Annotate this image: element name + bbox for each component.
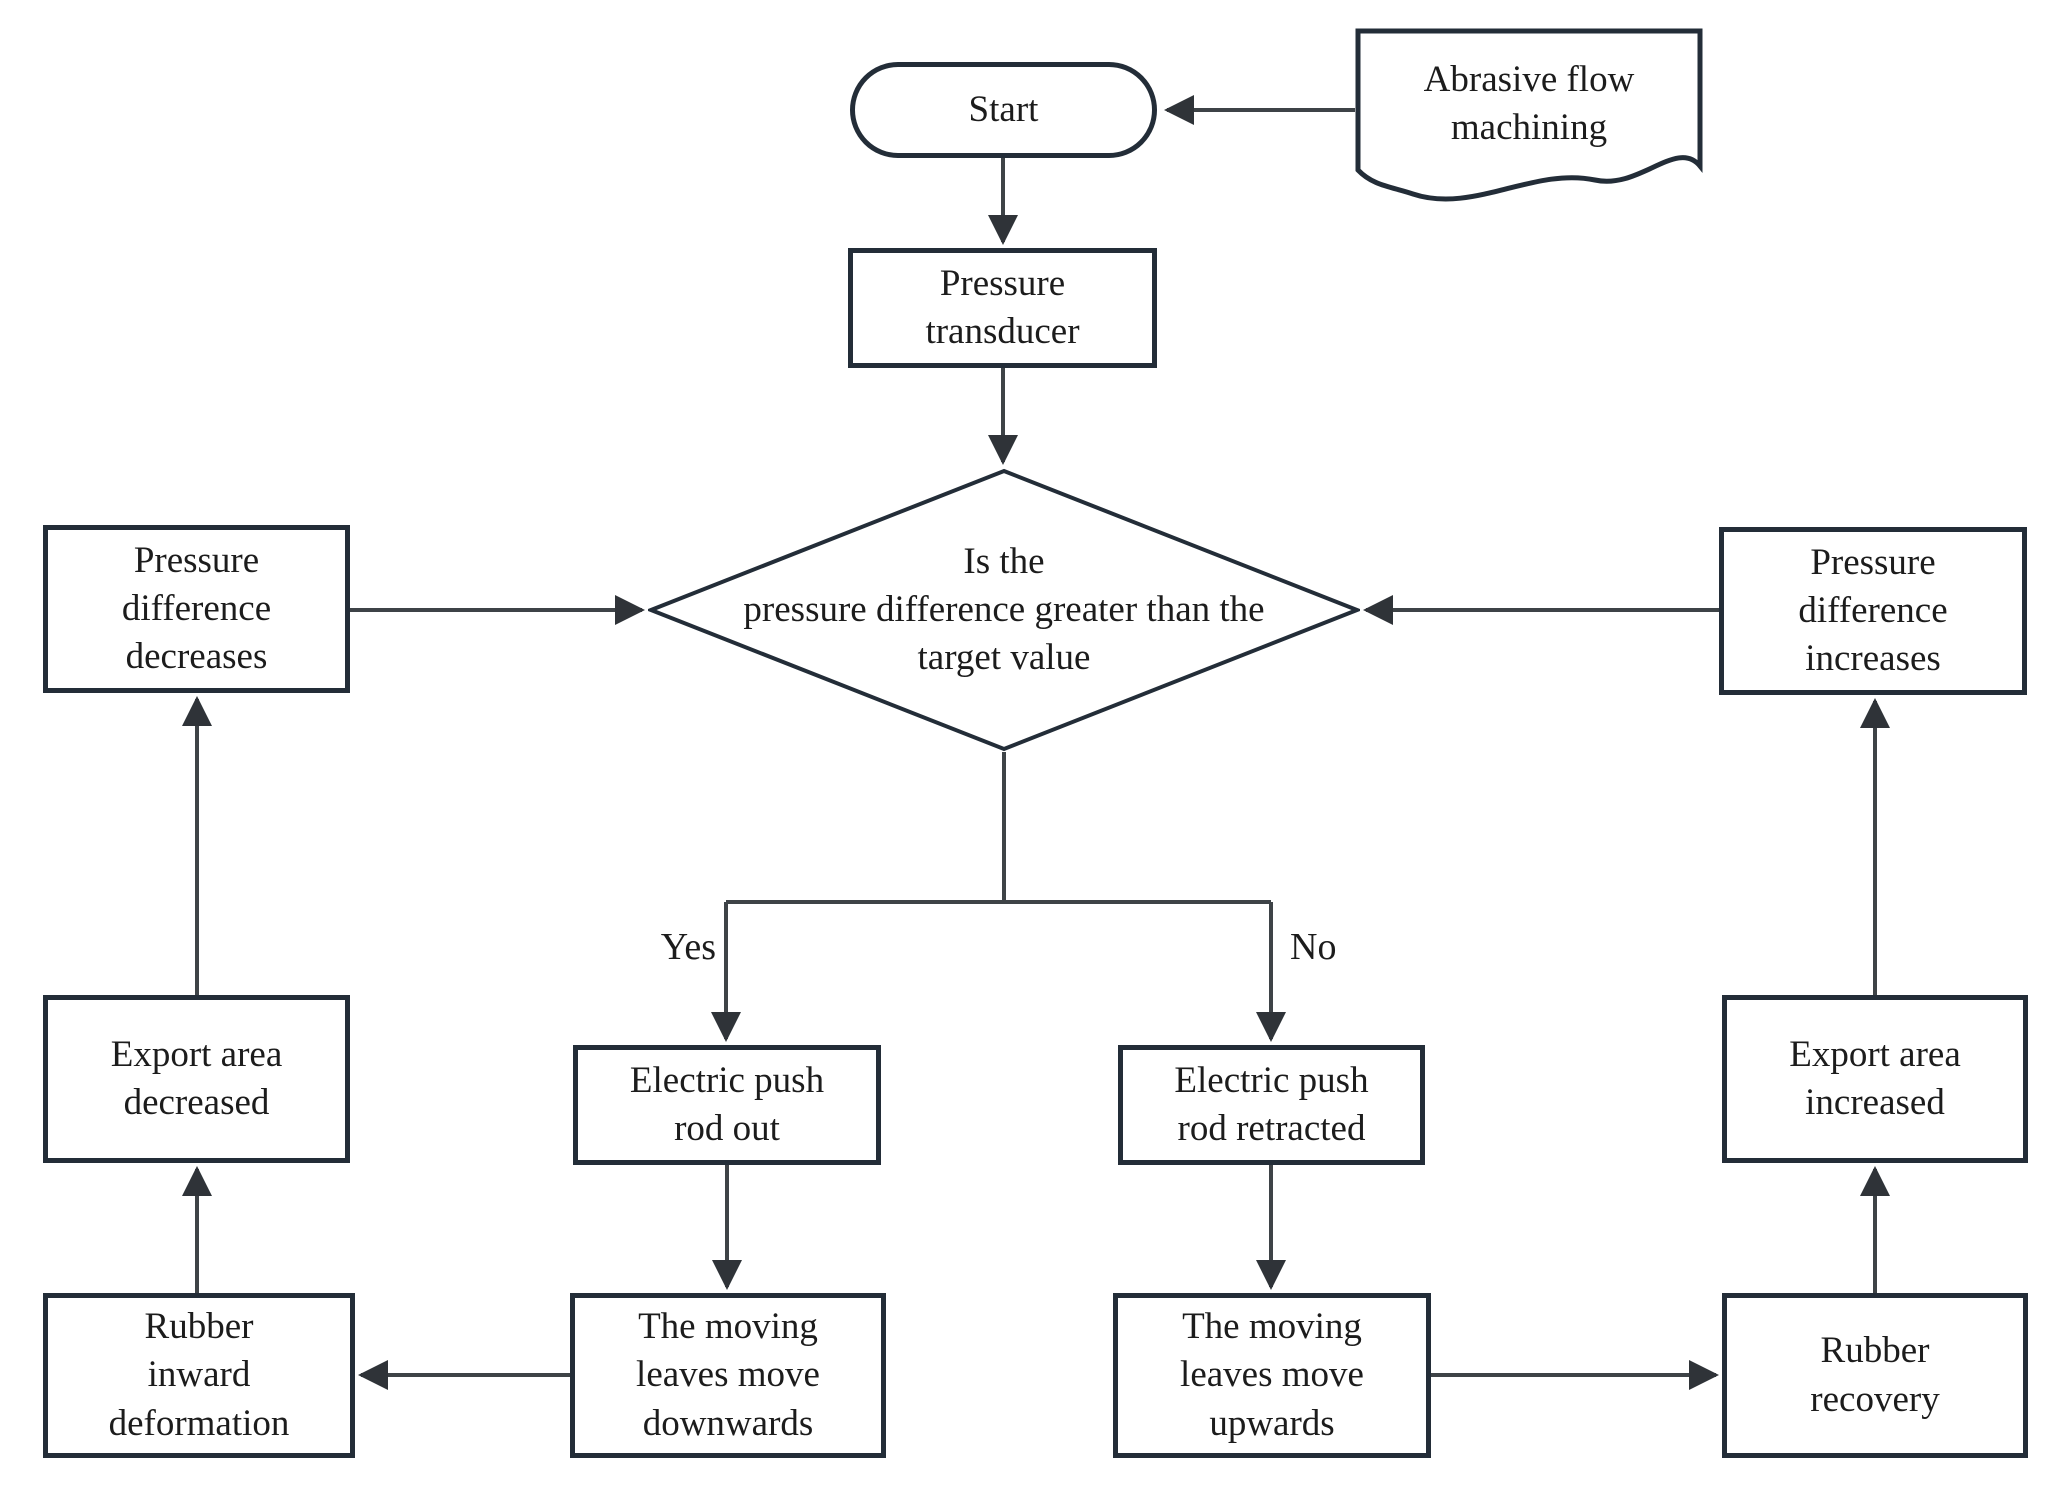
node-pressure-transducer-label: Pressure transducer	[925, 262, 1080, 352]
edge-label-yes: Yes	[660, 926, 716, 968]
node-electric-push-rod-retracted: Electric push rod retracted	[1118, 1045, 1425, 1165]
node-start-label: Start	[968, 88, 1039, 130]
node-rubber-recovery-label: Rubber recovery	[1810, 1330, 1940, 1420]
node-pressure-transducer: Pressure transducer	[848, 248, 1157, 368]
node-electric-push-rod-out-label: Electric push rod out	[629, 1059, 825, 1149]
node-pressure-difference-decreases: Pressure difference decreases	[43, 525, 350, 693]
node-electric-push-rod-out: Electric push rod out	[573, 1045, 881, 1165]
node-export-area-increased: Export area increased	[1722, 995, 2028, 1163]
node-moving-leaves-upwards-label: The moving leaves move upwards	[1180, 1306, 1364, 1444]
edge-label-no: No	[1290, 926, 1337, 968]
node-moving-leaves-downwards: The moving leaves move downwards	[570, 1293, 886, 1458]
node-document-abrasive-flow-machining: Abrasive flow machining	[1355, 28, 1703, 206]
node-pressure-difference-decreases-label: Pressure difference decreases	[121, 539, 272, 678]
node-pressure-difference-increases: Pressure difference increases	[1719, 527, 2027, 695]
node-document-label: Abrasive flow machining	[1423, 59, 1635, 149]
node-pressure-difference-increases-label: Pressure difference increases	[1798, 541, 1948, 680]
node-moving-leaves-upwards: The moving leaves move upwards	[1113, 1293, 1431, 1458]
document-shape	[1355, 28, 1703, 202]
node-decision-label: Is the pressure difference greater than …	[743, 541, 1265, 679]
node-start: Start	[850, 62, 1157, 158]
node-export-area-decreased-label: Export area decreased	[110, 1033, 283, 1123]
node-export-area-increased-label: Export area increased	[1789, 1033, 1961, 1123]
node-rubber-recovery: Rubber recovery	[1722, 1293, 2028, 1458]
node-moving-leaves-downwards-label: The moving leaves move downwards	[636, 1306, 820, 1444]
node-electric-push-rod-retracted-label: Electric push rod retracted	[1174, 1059, 1369, 1149]
node-rubber-inward-deformation-label: Rubber inward deformation	[108, 1306, 290, 1444]
node-rubber-inward-deformation: Rubber inward deformation	[43, 1293, 355, 1458]
diamond-shape	[648, 468, 1360, 752]
node-export-area-decreased: Export area decreased	[43, 995, 350, 1163]
node-decision-diamond: Is the pressure difference greater than …	[648, 468, 1360, 752]
